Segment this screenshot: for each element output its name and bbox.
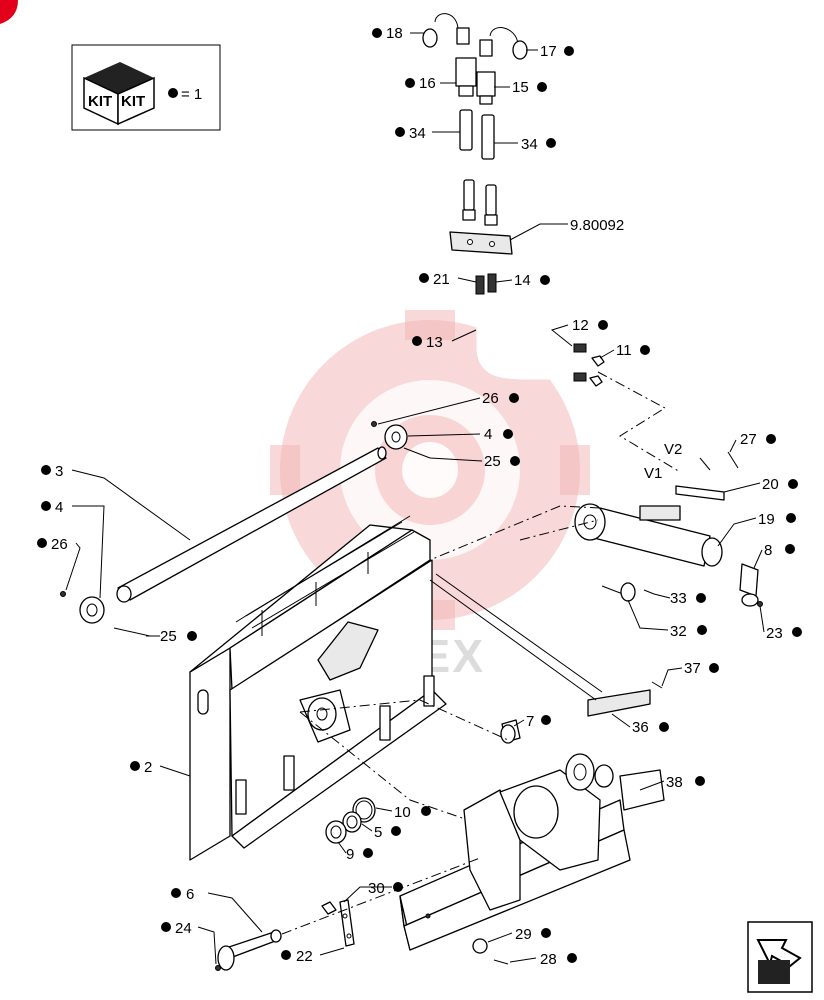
callout-26-left: 26 (51, 536, 68, 553)
callout-34-left: 34 (409, 125, 426, 142)
callout-17: 17 (540, 43, 557, 60)
callout-6: 6 (186, 886, 194, 903)
callout-18: 18 (386, 25, 403, 42)
callout-9: 9 (346, 846, 354, 863)
callout-38: 38 (666, 774, 683, 791)
hydraulic-cylinder (429, 451, 763, 607)
quick-hitch (399, 753, 665, 951)
lock-pin (215, 857, 509, 971)
callout-12: 12 (572, 317, 589, 334)
callout-11: 11 (616, 342, 632, 359)
callout-36: 36 (632, 719, 649, 736)
label-v1: V1 (644, 465, 662, 482)
pivot-bar (60, 421, 431, 637)
kit-text-right: KIT (121, 93, 145, 110)
callout-37: 37 (684, 660, 701, 677)
callout-7: 7 (526, 713, 534, 730)
callout-14: 14 (514, 272, 531, 289)
callout-8: 8 (764, 542, 772, 559)
callout-13: 13 (426, 334, 443, 351)
callout-19: 19 (758, 511, 775, 528)
callout-28: 28 (540, 951, 557, 968)
callout-32: 32 (670, 623, 687, 640)
callout-3: 3 (55, 463, 63, 480)
kit-box-icon: KIT KIT (83, 62, 155, 126)
callout-24: 24 (175, 920, 192, 937)
callout-20: 20 (762, 476, 779, 493)
corner-badge-icon (0, 0, 18, 24)
callout-labels: 18 17 16 15 34 34 9.80092 21 14 13 12 11… (37, 25, 802, 968)
next-page-arrow-icon[interactable] (747, 921, 813, 993)
leader-lines (65, 32, 765, 965)
callout-15: 15 (512, 79, 529, 96)
kit-legend-text: = 1 (181, 86, 202, 103)
callout-22: 22 (296, 948, 313, 965)
seals (299, 711, 469, 844)
main-frame (189, 515, 447, 861)
callout-21: 21 (433, 271, 450, 288)
callout-23: 23 (766, 625, 783, 642)
callout-4-left: 4 (55, 499, 63, 516)
callout-34-right: 34 (521, 136, 538, 153)
callout-16: 16 (419, 75, 436, 92)
callout-2: 2 (144, 759, 152, 776)
callout-30: 30 (368, 880, 385, 897)
reflector-plate (429, 573, 663, 717)
callout-9-80092: 9.80092 (570, 217, 624, 234)
kit-legend: KIT KIT = 1 (71, 44, 221, 131)
callout-27: 27 (740, 431, 757, 448)
callout-10: 10 (394, 804, 411, 821)
callout-4-top: 4 (484, 426, 492, 443)
callout-25-top: 25 (484, 453, 501, 470)
callout-5: 5 (374, 824, 382, 841)
hydraulic-couplers (422, 13, 681, 473)
kit-text-left: KIT (88, 93, 112, 110)
callout-33: 33 (670, 590, 687, 607)
label-v2: V2 (664, 441, 682, 458)
callout-29: 29 (515, 926, 532, 943)
callout-25-left: 25 (160, 628, 177, 645)
callout-26-top: 26 (482, 390, 499, 407)
